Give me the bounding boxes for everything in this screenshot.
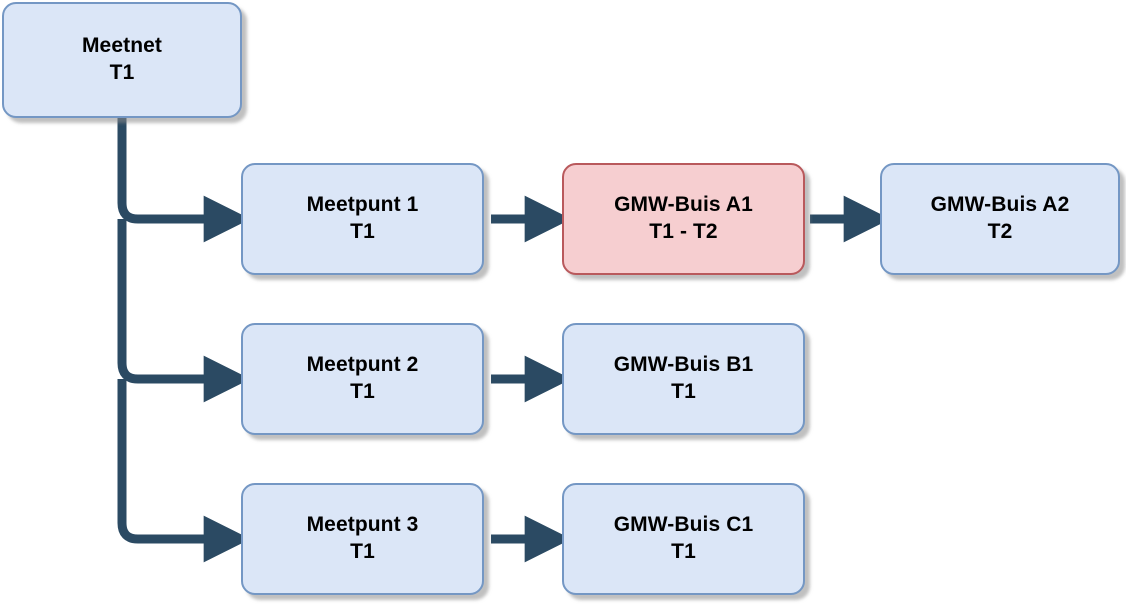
node-meetnet[interactable]: Meetnet T1: [2, 2, 242, 118]
node-meetpunt-3-line1: Meetpunt 3: [306, 513, 419, 537]
edge-meetnet-to-meetpunt-3: [117, 379, 251, 563]
node-meetpunt-1-line2: T1: [350, 220, 375, 243]
node-gmw-buis-a2-line1: GMW-Buis A2: [930, 193, 1070, 217]
node-meetnet-line2: T1: [109, 61, 135, 84]
node-meetpunt-3[interactable]: Meetpunt 3 T1: [241, 483, 484, 595]
edge-meetnet-to-meetpunt-1: [117, 118, 251, 243]
node-gmw-buis-b1-line1: GMW-Buis B1: [613, 353, 754, 377]
node-gmw-buis-a1-line1: GMW-Buis A1: [614, 193, 753, 217]
node-meetpunt-1[interactable]: Meetpunt 1 T1: [241, 163, 484, 275]
node-gmw-buis-b1-line2: T1: [671, 380, 696, 403]
node-meetpunt-3-line2: T1: [350, 540, 375, 563]
node-meetpunt-2[interactable]: Meetpunt 2 T1: [241, 323, 484, 435]
node-meetnet-line1: Meetnet: [81, 34, 163, 58]
node-gmw-buis-b1[interactable]: GMW-Buis B1 T1: [562, 323, 805, 435]
node-meetpunt-2-line1: Meetpunt 2: [306, 353, 419, 377]
node-gmw-buis-c1-line1: GMW-Buis C1: [613, 513, 754, 537]
node-gmw-buis-c1[interactable]: GMW-Buis C1 T1: [562, 483, 805, 595]
node-meetpunt-2-line2: T1: [350, 380, 375, 403]
node-meetpunt-1-line1: Meetpunt 1: [306, 193, 419, 217]
edge-meetnet-to-meetpunt-2: [117, 219, 251, 403]
node-gmw-buis-a2[interactable]: GMW-Buis A2 T2: [880, 163, 1120, 275]
node-gmw-buis-a1[interactable]: GMW-Buis A1 T1 - T2: [562, 163, 805, 275]
node-gmw-buis-a1-line2: T1 - T2: [649, 220, 718, 243]
node-gmw-buis-a2-line2: T2: [987, 220, 1013, 243]
node-gmw-buis-c1-line2: T1: [671, 540, 696, 563]
